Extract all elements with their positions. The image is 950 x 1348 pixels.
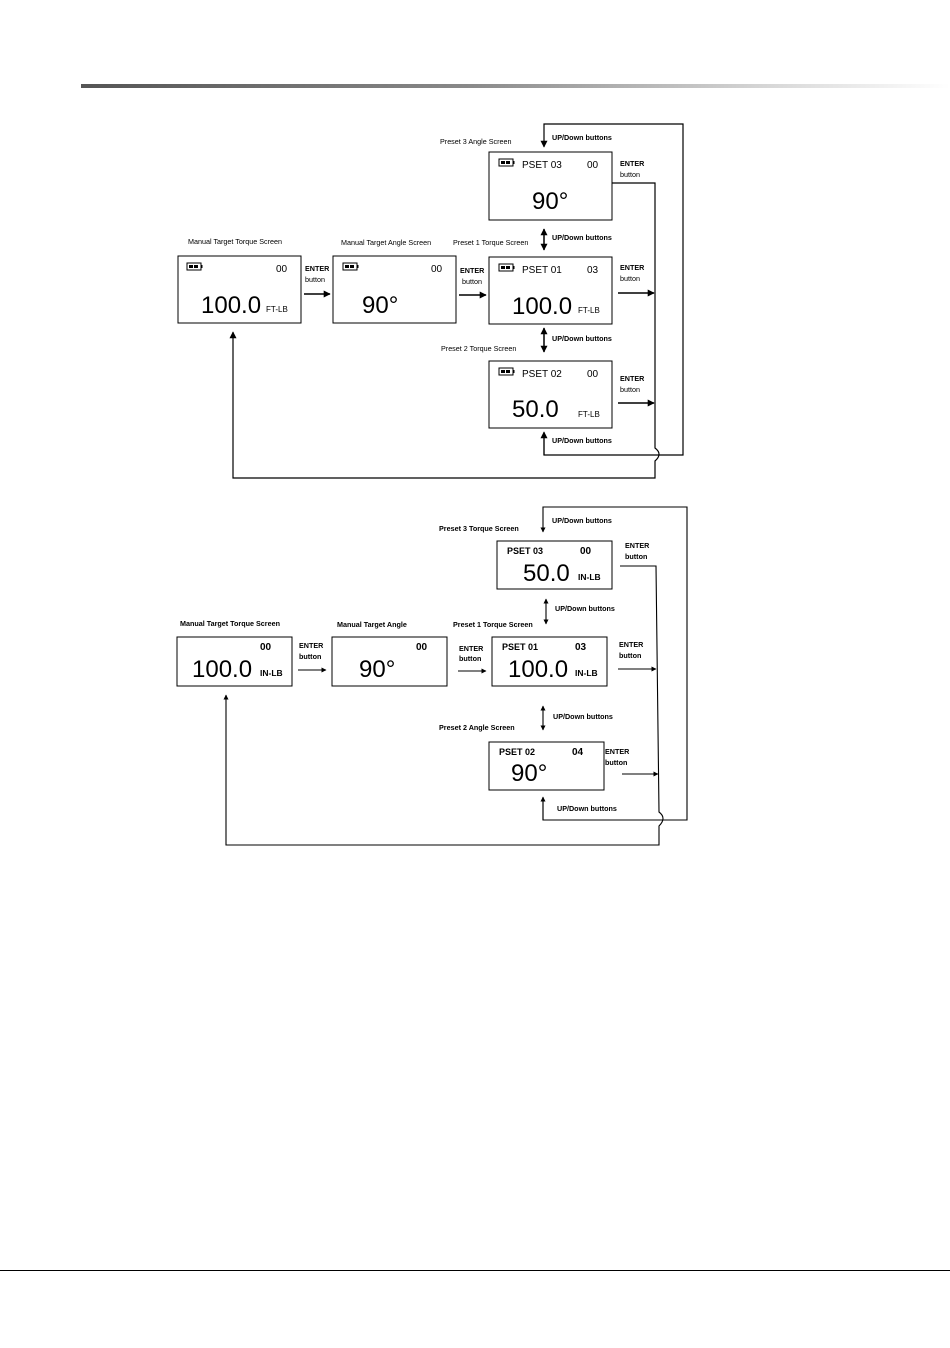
battery-icon [186, 262, 203, 271]
screen-count: 00 [276, 264, 288, 275]
updown-label: UP/Down buttons [552, 334, 612, 343]
screen-value: 50.0 [512, 396, 559, 423]
enter-label: ENTER [620, 374, 645, 383]
screen-unit: IN-LB [260, 668, 283, 678]
enter-label: ENTER [459, 644, 484, 653]
screen-count: 03 [587, 265, 599, 276]
enter-label: ENTER [620, 263, 645, 272]
screen-preset-3: PSET 03 00 50.0 IN-LB [496, 540, 613, 590]
screen-preset-name: PSET 03 [522, 160, 562, 171]
enter-label: ENTER [460, 266, 485, 275]
enter-label: ENTER [299, 641, 324, 650]
diagram-ft-lb: Manual Target Torque Screen 00 100.0 FT-… [177, 123, 684, 479]
screen-value: 90° [511, 760, 547, 787]
screen-value: 50.0 [523, 560, 570, 587]
updown-label: UP/Down buttons [555, 604, 615, 613]
updown-label: UP/Down buttons [552, 233, 612, 242]
button-label: button [620, 385, 640, 394]
screen-manual-torque: 00 100.0 FT-LB [177, 255, 302, 324]
screen-value: 100.0 [508, 656, 568, 683]
enter-label: ENTER [625, 541, 650, 550]
screen-preset-3: PSET 03 00 90° [488, 151, 613, 221]
return-to-manual-line [229, 182, 660, 479]
label-preset3: Preset 3 Angle Screen [440, 137, 512, 146]
button-label: button [462, 277, 482, 286]
updown-label: UP/Down buttons [557, 804, 617, 813]
label-manual-angle: Manual Target Angle [337, 620, 407, 629]
screen-preset-name: PSET 01 [502, 642, 538, 652]
label-preset3: Preset 3 Torque Screen [439, 524, 519, 533]
screen-count: 00 [431, 264, 443, 275]
screen-count: 00 [416, 642, 428, 653]
screen-value: 90° [532, 188, 568, 215]
screen-preset-name: PSET 03 [507, 546, 543, 556]
label-preset1: Preset 1 Torque Screen [453, 620, 533, 629]
screen-value: 100.0 [201, 292, 261, 319]
label-manual-torque: Manual Target Torque Screen [188, 237, 282, 246]
label-preset2: Preset 2 Angle Screen [439, 723, 515, 732]
screen-preset-name: PSET 02 [522, 369, 562, 380]
screen-preset-1: PSET 01 03 100.0 IN-LB [491, 636, 608, 687]
updown-label: UP/Down buttons [553, 712, 613, 721]
screen-count: 04 [572, 747, 584, 758]
button-label: button [305, 275, 325, 284]
screen-value: 100.0 [512, 293, 572, 320]
button-label: button [625, 552, 647, 561]
screen-preset-name: PSET 01 [522, 265, 562, 276]
label-manual-torque: Manual Target Torque Screen [180, 619, 280, 628]
button-label: button [299, 652, 321, 661]
diagram-in-lb: Manual Target Torque Screen 00 100.0 IN-… [176, 506, 688, 846]
return-to-manual-line [223, 565, 664, 846]
screen-unit: IN-LB [575, 668, 598, 678]
screen-manual-angle: 00 90° [331, 636, 448, 687]
enter-label: ENTER [620, 159, 645, 168]
screen-count: 00 [580, 546, 592, 557]
screen-count: 00 [587, 160, 599, 171]
button-label: button [619, 651, 641, 660]
battery-icon [498, 158, 515, 167]
screen-manual-angle: 00 90° [332, 255, 457, 324]
updown-label: UP/Down buttons [552, 133, 612, 142]
footer-rule [0, 1270, 950, 1271]
button-label: button [459, 654, 481, 663]
enter-label: ENTER [305, 264, 330, 273]
label-preset2: Preset 2 Torque Screen [441, 344, 516, 353]
screen-preset-2: PSET 02 04 90° [488, 741, 605, 791]
screen-manual-torque: 00 100.0 IN-LB [176, 636, 293, 687]
screen-preset-name: PSET 02 [499, 747, 535, 757]
updown-label: UP/Down buttons [552, 436, 612, 445]
screen-count: 03 [575, 642, 587, 653]
screen-unit: FT-LB [578, 410, 600, 419]
screen-unit: FT-LB [578, 306, 600, 315]
button-label: button [605, 758, 627, 767]
label-manual-angle: Manual Target Angle Screen [341, 238, 431, 247]
updown-label: UP/Down buttons [552, 516, 612, 525]
battery-icon [342, 262, 359, 271]
screen-value: 100.0 [192, 656, 252, 683]
screen-count: 00 [260, 642, 272, 653]
screen-unit: FT-LB [266, 305, 288, 314]
enter-label: ENTER [605, 747, 630, 756]
battery-icon [498, 367, 515, 376]
screen-count: 00 [587, 369, 599, 380]
header-rule [81, 84, 950, 88]
screen-preset-1: PSET 01 03 100.0 FT-LB [488, 256, 613, 325]
screen-value: 90° [359, 656, 395, 683]
battery-icon [498, 263, 515, 272]
screen-unit: IN-LB [578, 572, 601, 582]
screen-value: 90° [362, 292, 398, 319]
button-label: button [620, 274, 640, 283]
enter-label: ENTER [619, 640, 644, 649]
button-label: button [620, 170, 640, 179]
label-preset1: Preset 1 Torque Screen [453, 238, 528, 247]
screen-preset-2: PSET 02 00 50.0 FT-LB [488, 360, 613, 429]
